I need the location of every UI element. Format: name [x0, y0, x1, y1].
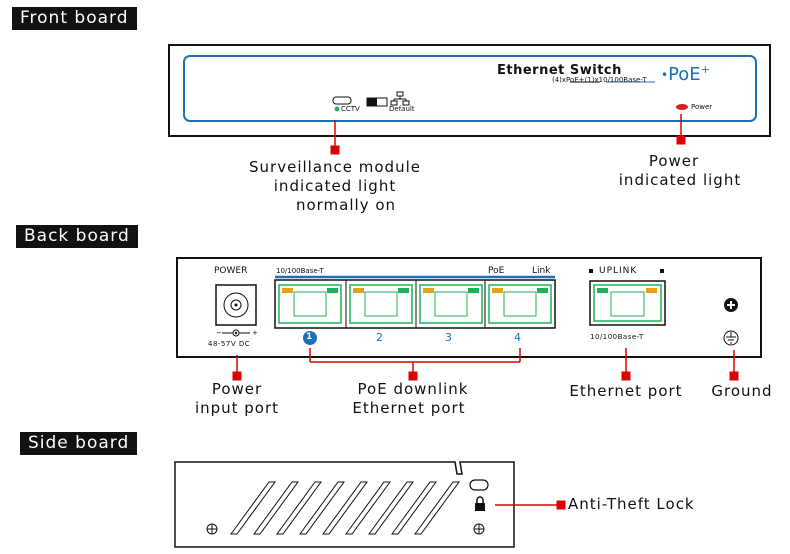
port-number-3: 3	[445, 331, 452, 344]
network-icon	[390, 91, 410, 106]
callout-surveillance-line-2: indicated light	[273, 177, 397, 195]
callout-power-light-line-2: indicated light	[618, 171, 742, 189]
poe-port-2	[349, 284, 413, 324]
poe-mark: •PoE+	[661, 63, 710, 85]
default-switch	[367, 98, 377, 106]
default-label: Default	[389, 105, 415, 113]
side-panel	[174, 461, 515, 548]
port-number-2: 2	[376, 331, 383, 344]
uplink-speed-label: 10/100Base-T	[590, 333, 644, 341]
callout-poe-downlink: PoE downlink Ethernet port	[333, 380, 493, 418]
voltage-label: 48-57V DC	[208, 340, 251, 348]
poe-port-1	[278, 284, 342, 324]
port-number-4: 4	[514, 331, 521, 344]
ground-icon	[723, 330, 739, 346]
callout-power-light: Power indicated light	[600, 152, 760, 190]
cctv-led	[334, 106, 340, 112]
callout-power-input-line-1: Power	[211, 380, 263, 398]
vent-slots	[230, 481, 460, 535]
back-callout-lines	[232, 348, 739, 381]
port-1-marker	[303, 331, 317, 345]
poe-port-3	[419, 284, 483, 324]
poe-port-4	[488, 284, 552, 324]
link-label: Link	[532, 266, 551, 276]
power-led	[676, 104, 688, 110]
callout-poe-downlink-line-1: PoE downlink	[357, 380, 469, 398]
uplink-port	[589, 280, 666, 326]
brand-title: Ethernet Switch	[497, 63, 622, 78]
cctv-label: CCTV	[341, 105, 360, 113]
callout-ground: Ground	[711, 382, 773, 400]
uplink-label: UPLINK	[599, 266, 638, 276]
power-port-label: POWER	[214, 266, 248, 276]
callout-surveillance-line-1: Surveillance module	[249, 158, 421, 176]
polarity-minus: −	[216, 329, 222, 337]
callout-poe-downlink-line-2: Ethernet port	[352, 399, 466, 417]
callout-surveillance-line-3: normally on	[295, 196, 397, 214]
poe-mark-plus: +	[700, 63, 710, 76]
callout-anti-theft-lock: Anti-Theft Lock	[568, 495, 695, 513]
lock-slot	[469, 479, 489, 491]
back-panel	[176, 257, 762, 358]
front-board-label: Front board	[12, 7, 137, 30]
callout-power-input-line-2: input port	[194, 399, 280, 417]
polarity-plus: +	[252, 329, 258, 337]
callout-ethernet-port: Ethernet port	[569, 382, 683, 400]
callout-surveillance: Surveillance module indicated light norm…	[215, 158, 455, 215]
side-board-label: Side board	[20, 432, 138, 455]
power-led-label: Power	[691, 103, 713, 111]
lock-icon	[475, 496, 485, 511]
front-callout-lines	[330, 114, 686, 155]
callout-power-input: Power input port	[172, 380, 302, 418]
port-number-1: 1	[306, 332, 313, 342]
back-board-label: Back board	[16, 225, 138, 248]
callout-power-light-line-1: Power	[648, 152, 700, 170]
poe-label: PoE	[488, 266, 505, 276]
spec-text: (4)xPoE+(1)x10/100Base-T	[552, 76, 647, 84]
ports-speed-label: 10/100Base-T	[276, 267, 324, 275]
side-callout-line	[495, 500, 566, 510]
front-panel	[168, 44, 771, 137]
poe-mark-text: PoE	[668, 64, 701, 85]
